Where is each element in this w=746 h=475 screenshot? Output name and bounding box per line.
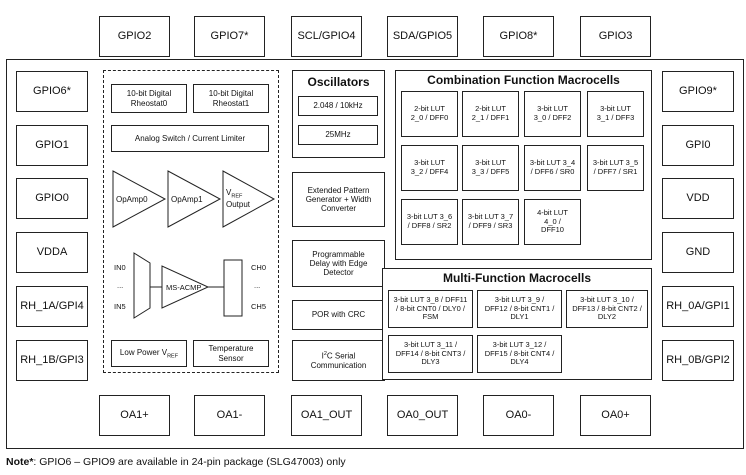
oscillator-1: 2.048 / 10kHz xyxy=(298,96,378,116)
opamp1-label: OpAmp1 xyxy=(171,195,203,204)
pin-left-1: GPIO6* xyxy=(16,71,88,112)
opamp0-triangle xyxy=(112,170,167,228)
vref-triangle xyxy=(222,170,276,228)
pin-left-4: VDDA xyxy=(16,232,88,273)
pin-bottom-2: OA1- xyxy=(194,395,265,436)
combo-cell-2: 2-bit LUT 2_1 / DFF1 xyxy=(462,91,519,137)
ch5-label: CH5 xyxy=(251,302,267,311)
i2c-label: I xyxy=(321,351,324,361)
low-power-vref-subscript: REF xyxy=(167,353,179,360)
pattern-generator-block: Extended Pattern Generator + Width Conve… xyxy=(292,172,385,227)
opamp1-triangle xyxy=(167,170,222,228)
pin-left-3: GPIO0 xyxy=(16,178,88,219)
pin-right-2: GPI0 xyxy=(662,125,734,166)
in0-label: IN0 xyxy=(114,263,126,272)
multi-cell-5: 3-bit LUT 3_12 / DFF15 / 8-bit CNT4 / DL… xyxy=(477,335,562,373)
in5-label: IN5 xyxy=(114,302,126,311)
opamp0-label: OpAmp0 xyxy=(116,195,148,204)
input-mux xyxy=(133,252,151,319)
pin-right-4: GND xyxy=(662,232,734,273)
pin-left-6: RH_1B/GPI3 xyxy=(16,340,88,381)
low-power-vref-label: Low Power V xyxy=(119,347,168,357)
pin-top-4: SDA/GPIO5 xyxy=(387,16,458,57)
chip-outline xyxy=(6,59,744,449)
combo-cell-1: 2-bit LUT 2_0 / DFF0 xyxy=(401,91,458,137)
combo-cell-7: 3-bit LUT 3_4 / DFF6 / SR0 xyxy=(524,145,581,191)
pin-right-5: RH_0A/GPI1 xyxy=(662,286,734,327)
combo-cell-9: 3-bit LUT 3_6 / DFF8 / SR2 xyxy=(401,199,458,245)
por-crc-block: POR with CRC xyxy=(292,300,385,330)
combo-cell-4: 3-bit LUT 3_1 / DFF3 xyxy=(587,91,644,137)
pin-bottom-3: OA1_OUT xyxy=(291,395,362,436)
multi-function-macrocells-title: Multi-Function Macrocells xyxy=(442,271,591,285)
pin-bottom-5: OA0- xyxy=(483,395,554,436)
pin-right-6: RH_0B/GPI2 xyxy=(662,340,734,381)
pin-top-6: GPIO3 xyxy=(580,16,651,57)
analog-block xyxy=(103,70,279,373)
multi-cell-3: 3-bit LUT 3_10 / DFF13 / 8-bit CNT2 / DL… xyxy=(566,290,648,328)
multi-cell-4: 3-bit LUT 3_11 / DFF14 / 8-bit CNT3 / DL… xyxy=(388,335,473,373)
vref-output-text: Output xyxy=(226,199,251,209)
combo-cell-6: 3-bit LUT 3_3 / DFF5 xyxy=(462,145,519,191)
pin-right-3: VDD xyxy=(662,178,734,219)
rheostat0-block: 10-bit Digital Rheostat0 xyxy=(111,84,187,113)
multi-cell-2: 3-bit LUT 3_9 / DFF12 / 8-bit CNT1 / DLY… xyxy=(477,290,562,328)
pin-left-2: GPIO1 xyxy=(16,125,88,166)
pin-top-3: SCL/GPIO4 xyxy=(291,16,362,57)
pin-bottom-4: OA0_OUT xyxy=(387,395,458,436)
combo-cell-3: 3-bit LUT 3_0 / DFF2 xyxy=(524,91,581,137)
vref-label: V xyxy=(226,188,232,197)
multi-cell-1: 3-bit LUT 3_8 / DFF11 / 8-bit CNT0 / DLY… xyxy=(388,290,473,328)
oscillators-title: Oscillators xyxy=(307,75,370,89)
oscillator-2: 25MHz xyxy=(298,125,378,145)
vref-subscript: REF xyxy=(231,193,243,200)
acmp-triangle xyxy=(161,265,210,309)
footnote: Note*: GPIO6 – GPIO9 are available in 24… xyxy=(6,456,346,468)
i2c-superscript: 2 xyxy=(323,350,327,357)
ch-dots-label: ... xyxy=(254,281,261,290)
low-power-vref-block: Low Power VREF xyxy=(111,340,187,367)
footnote-label: Note* xyxy=(6,456,34,468)
vref-output-label: VREF Output xyxy=(226,188,250,209)
i2c-block: I2C Serial Communication xyxy=(292,340,385,381)
pin-top-1: GPIO2 xyxy=(99,16,170,57)
pin-right-1: GPIO9* xyxy=(662,71,734,112)
temperature-sensor-block: Temperature Sensor xyxy=(193,340,269,367)
footnote-text: : GPIO6 – GPIO9 are available in 24-pin … xyxy=(33,456,346,468)
combo-cell-5: 3-bit LUT 3_2 / DFF4 xyxy=(401,145,458,191)
pin-top-2: GPIO7* xyxy=(194,16,265,57)
pin-top-5: GPIO8* xyxy=(483,16,554,57)
ch0-label: CH0 xyxy=(251,263,267,272)
in-dots-label: ... xyxy=(117,281,124,290)
combination-macrocells-title: Combination Function Macrocells xyxy=(427,73,620,87)
rheostat1-block: 10-bit Digital Rheostat1 xyxy=(193,84,269,113)
combo-cell-10: 3-bit LUT 3_7 / DFF9 / SR3 xyxy=(462,199,519,245)
combo-cell-8: 3-bit LUT 3_5 / DFF7 / SR1 xyxy=(587,145,644,191)
analog-switch-block: Analog Switch / Current Limiter xyxy=(111,125,269,152)
combo-cell-11: 4-bit LUT 4_0 / DFF10 xyxy=(524,199,581,245)
pin-bottom-6: OA0+ xyxy=(580,395,651,436)
pin-left-5: RH_1A/GPI4 xyxy=(16,286,88,327)
acmp-label: MS-ACMP xyxy=(166,283,202,292)
i2c-tail-label: C Serial Communication xyxy=(310,351,367,370)
pin-bottom-1: OA1+ xyxy=(99,395,170,436)
channel-register xyxy=(223,259,243,317)
programmable-delay-block: Programmable Delay with Edge Detector xyxy=(292,240,385,287)
